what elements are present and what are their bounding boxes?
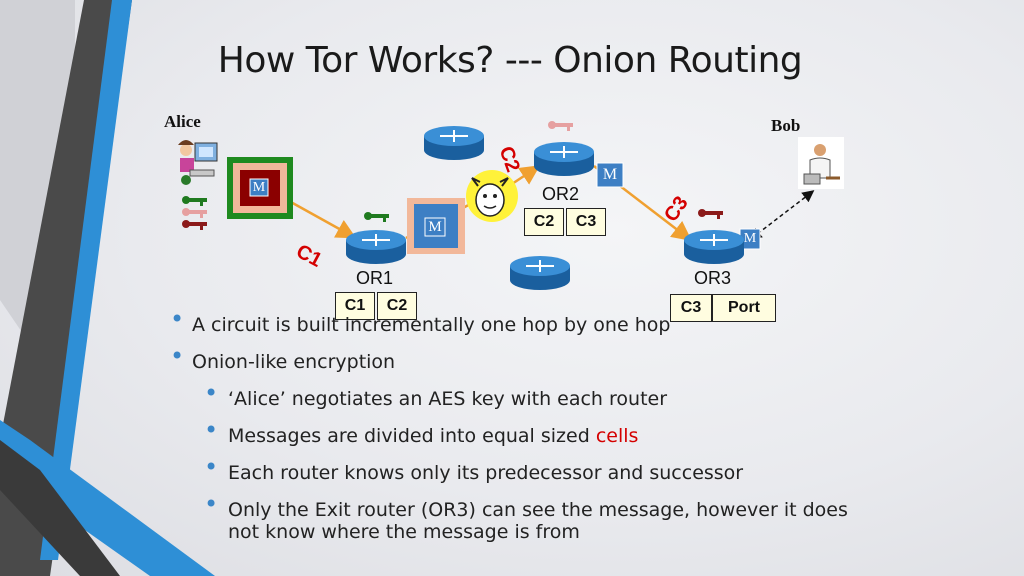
sub-bullet-cells: Messages are divided into equal sized ce… — [170, 419, 870, 447]
message-glyph-or1: M — [428, 219, 442, 235]
router-label-or1: OR1 — [356, 268, 394, 288]
sub-bullet-exit-router: Only the Exit router (OR3) can see the m… — [170, 493, 848, 543]
bullet-onion-encryption: Onion-like encryption — [170, 345, 870, 373]
message-icon-or2 — [596, 162, 624, 188]
router-label-or2: OR2 — [542, 184, 580, 204]
router-label-or3: OR3 — [694, 268, 732, 288]
key-icon-or3 — [698, 209, 723, 219]
bob-icon — [798, 137, 844, 189]
key-icon-green — [182, 196, 207, 206]
message-glyph-alice: M — [252, 180, 266, 195]
alice-label: Alice — [164, 112, 201, 131]
router-icon-or1 — [346, 230, 406, 264]
bob-label: Bob — [771, 116, 801, 135]
key-icon-maroon — [182, 220, 207, 230]
bullet-circuit: A circuit is built incrementally one hop… — [170, 308, 870, 336]
sub-bullet-aes-key: ‘Alice’ negotiates an AES key with each … — [170, 382, 870, 410]
bullet-list: A circuit is built incrementally one hop… — [170, 308, 870, 558]
key-icon-pink — [182, 208, 207, 218]
router-icon-or2 — [534, 142, 594, 176]
router-icon-idle-1 — [424, 126, 484, 160]
router-icon-or3 — [684, 230, 744, 264]
router-icon-idle-2 — [510, 256, 570, 290]
onion-packet-3-layer — [227, 157, 293, 219]
bob-link — [749, 190, 815, 240]
key-icon-or2 — [548, 121, 573, 131]
page-title: How Tor Works? --- Onion Routing — [217, 40, 803, 81]
cell-box-or2-c3: C3 — [566, 208, 606, 236]
message-glyph-or2: M — [602, 166, 618, 183]
sub-bullet-predecessor: Each router knows only its predecessor a… — [170, 456, 870, 484]
onion-packet-2-layer — [407, 198, 465, 254]
key-icon-or1 — [364, 212, 389, 222]
cell-box-or2-c2: C2 — [524, 208, 564, 236]
alice-icon — [178, 140, 218, 185]
message-glyph-or3: M — [743, 231, 757, 246]
sub-bullet-cells-text: Messages are divided into equal sized — [228, 425, 596, 447]
attacker-icon — [466, 170, 518, 222]
cells-highlight: cells — [595, 425, 639, 447]
